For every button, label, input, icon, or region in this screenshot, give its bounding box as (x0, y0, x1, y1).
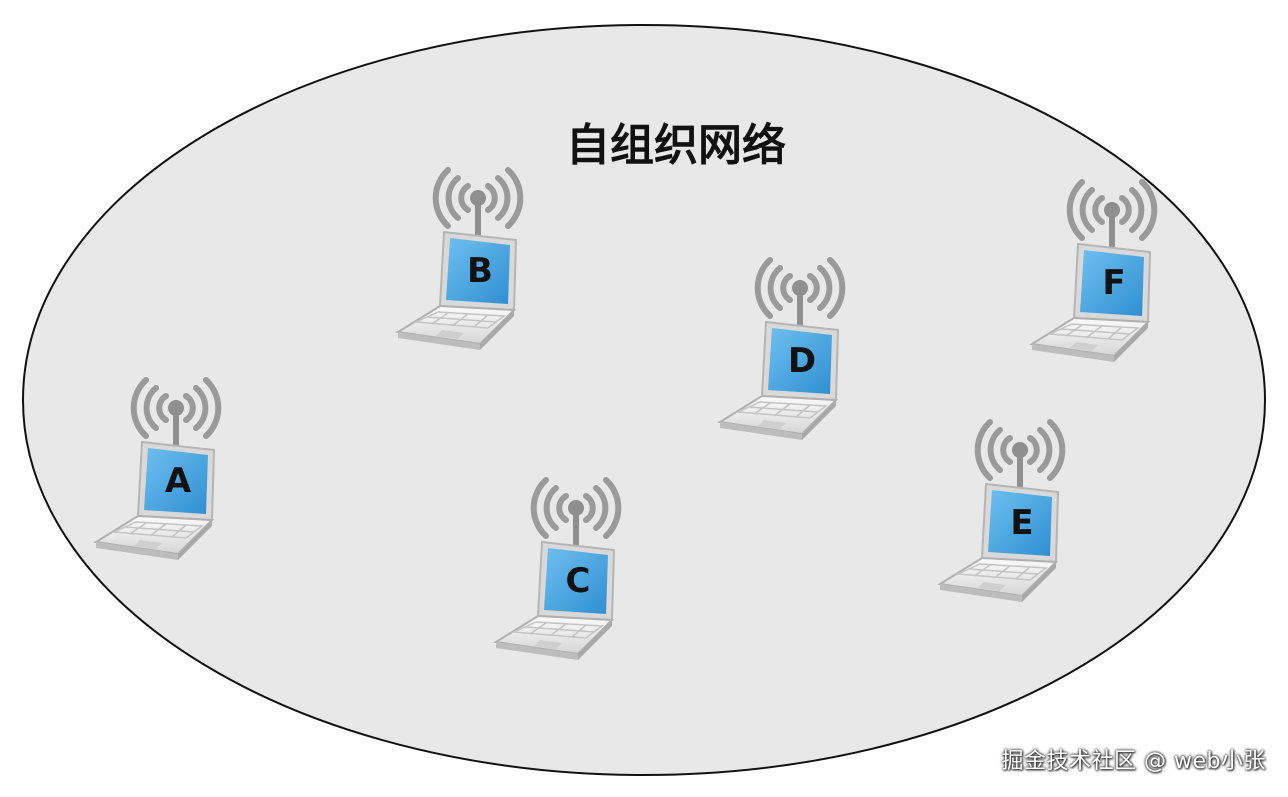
node-label: A (165, 461, 192, 501)
laptop-node-e: E (940, 422, 1062, 602)
node-label: E (1010, 503, 1033, 543)
node-label: B (467, 251, 493, 291)
laptop-node-b: B (398, 170, 520, 350)
node-label: D (788, 341, 816, 381)
laptop-node-a: A (96, 380, 218, 560)
node-label: F (1102, 263, 1125, 303)
node-label: C (566, 561, 591, 601)
laptop-node-f: F (1032, 182, 1154, 362)
laptop-node-d: D (720, 260, 842, 440)
laptop-node-c: C (496, 480, 618, 660)
watermark-text: 掘金技术社区 @ web小张 (1001, 749, 1266, 774)
diagram-title: 自组织网络 (566, 120, 786, 171)
